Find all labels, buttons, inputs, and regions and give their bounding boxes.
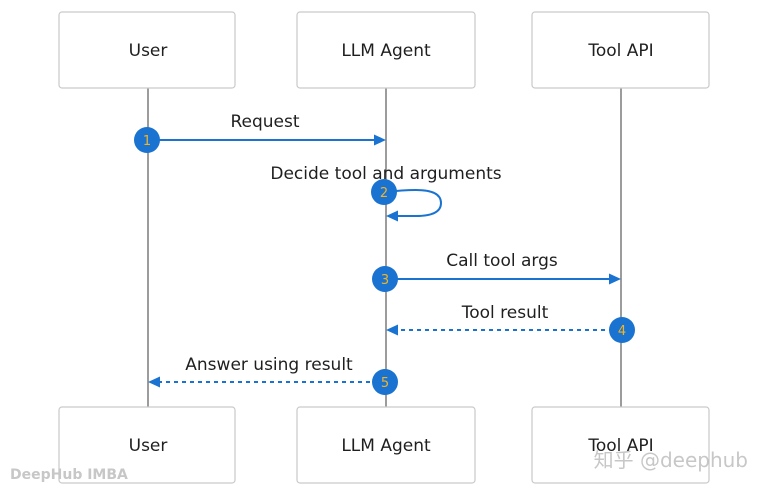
llm-agent-actor-top	[296, 11, 476, 89]
step-5-number: 5	[381, 376, 389, 391]
message-5-label: Answer using result	[185, 355, 353, 375]
user-actor-top-label: User	[129, 41, 168, 61]
watermark-left: DeepHub IMBA	[10, 467, 128, 483]
message-1-label: Request	[230, 112, 299, 132]
message-2-loop-arrow	[386, 188, 443, 217]
user-actor-bottom	[58, 406, 236, 484]
message-3-arrowhead	[609, 273, 621, 285]
step-4-badge	[609, 317, 635, 343]
tool-api-actor-bottom	[531, 406, 710, 484]
message-2-arrowhead	[386, 210, 398, 222]
user-actor-top	[58, 11, 236, 89]
llm-agent-actor-bottom-label: LLM Agent	[341, 436, 431, 456]
tool-api-actor-top	[531, 11, 710, 89]
user-actor-bottom-label: User	[129, 436, 168, 456]
watermark-right: 知乎 @deephub	[594, 448, 748, 472]
message-5-arrowhead	[148, 376, 160, 388]
message-4-arrowhead	[386, 324, 398, 336]
llm-agent-actor-top-label: LLM Agent	[341, 41, 431, 61]
step-1-number: 1	[143, 134, 151, 149]
tool-api-actor-top-label: Tool API	[587, 41, 653, 61]
step-1-badge	[134, 127, 160, 153]
llm-agent-actor-bottom	[296, 406, 476, 484]
message-3-label: Call tool args	[446, 251, 558, 271]
message-4-label: Tool result	[461, 303, 549, 323]
step-5-badge	[372, 369, 398, 395]
step-3-badge	[372, 266, 398, 292]
step-2-number: 2	[380, 186, 388, 201]
message-1-arrowhead	[374, 134, 386, 146]
step-2-badge	[371, 179, 397, 205]
message-2-label: Decide tool and arguments	[270, 164, 501, 184]
step-4-number: 4	[618, 324, 626, 339]
step-3-number: 3	[381, 273, 389, 288]
tool-api-actor-bottom-label: Tool API	[587, 436, 653, 456]
